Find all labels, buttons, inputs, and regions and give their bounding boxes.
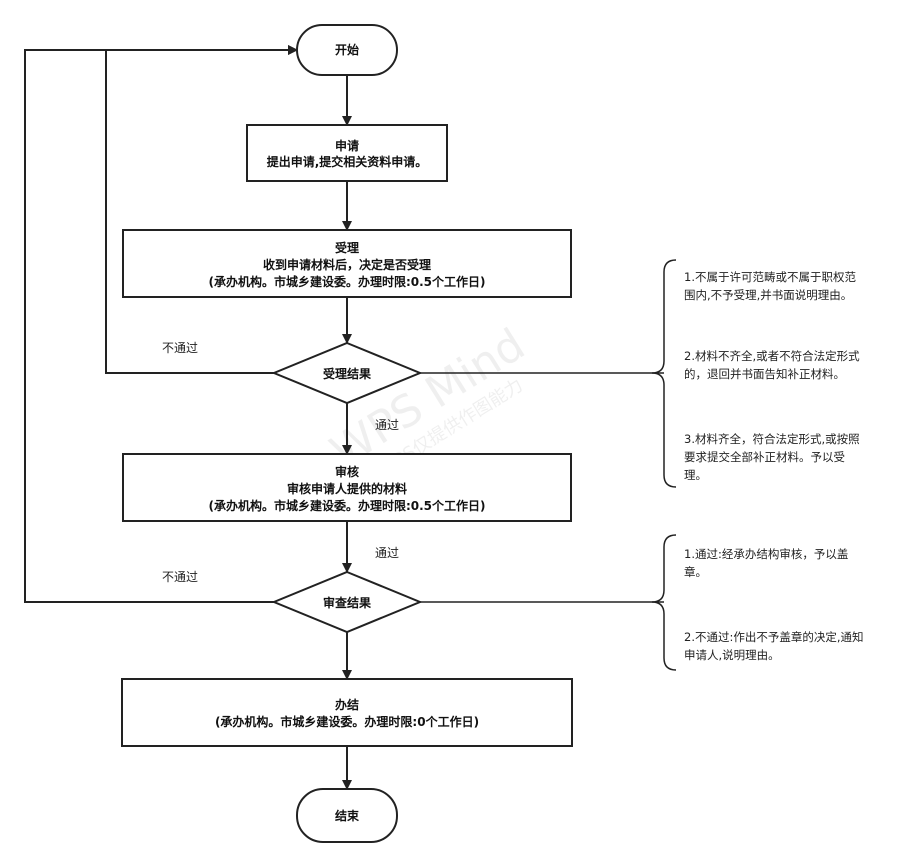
end-node: 结束	[296, 788, 398, 843]
review-note-1-line-1: 1.通过:经承办结构审核，予以盖	[684, 547, 848, 561]
accept-info: (承办机构。市城乡建设委。办理时限:0.5个工作日)	[208, 274, 485, 289]
finish-title: 办结	[335, 697, 359, 712]
end-label: 结束	[335, 808, 360, 823]
accept-note-3-line-3: 理。	[684, 468, 707, 482]
accept-desc: 收到申请材料后，决定是否受理	[263, 257, 431, 272]
accept-result-label: 受理结果	[323, 366, 371, 381]
accept-note-3-line-1: 3.材料齐全，符合法定形式,或按照	[684, 432, 860, 446]
review-result-decision: 审查结果	[271, 570, 423, 634]
review-notes-brace	[651, 534, 677, 671]
review-title: 审核	[335, 464, 359, 479]
accept-note-1-line-1: 1.不属于许可范畴或不属于职权范	[684, 270, 856, 284]
review-result-label: 审查结果	[323, 595, 371, 610]
finish-node: 办结 (承办机构。市城乡建设委。办理时限:0个工作日)	[121, 678, 573, 747]
apply-desc: 提出申请,提交相关资料申请。	[267, 154, 428, 169]
start-label: 开始	[335, 42, 359, 57]
review-notes: 1.通过:经承办结构审核，予以盖 章。 2.不通过:作出不予盖章的决定,通知 申…	[684, 547, 864, 662]
review-note-1-line-2: 章。	[684, 565, 707, 579]
accept-notes-brace	[651, 259, 677, 488]
accept-note-2-line-2: 的，退回并书面告知补正材料。	[684, 367, 845, 381]
edge-label-pass-review: 通过	[375, 546, 399, 560]
accept-note-2-line-1: 2.材料不齐全,或者不符合法定形式	[684, 349, 860, 363]
accept-result-decision: 受理结果	[271, 341, 423, 405]
accept-title: 受理	[335, 240, 359, 255]
finish-info: (承办机构。市城乡建设委。办理时限:0个工作日)	[215, 714, 479, 729]
review-note-2-line-2: 申请人,说明理由。	[684, 648, 780, 662]
edge-label-reject-accept: 不通过	[162, 341, 198, 355]
review-info: (承办机构。市城乡建设委。办理时限:0.5个工作日)	[208, 498, 485, 513]
review-desc: 审核申请人提供的材料	[287, 481, 407, 496]
accept-notes: 1.不属于许可范畴或不属于职权范 围内,不予受理,并书面说明理由。 2.材料不齐…	[684, 270, 860, 482]
review-node: 审核 审核申请人提供的材料 (承办机构。市城乡建设委。办理时限:0.5个工作日)	[122, 453, 572, 522]
edge-label-reject-review: 不通过	[162, 570, 198, 584]
start-node: 开始	[296, 24, 398, 76]
accept-node: 受理 收到申请材料后，决定是否受理 (承办机构。市城乡建设委。办理时限:0.5个…	[122, 229, 572, 298]
reject-loop-accept	[105, 45, 298, 374]
apply-node: 申请 提出申请,提交相关资料申请。	[246, 124, 448, 182]
review-note-2-line-1: 2.不通过:作出不予盖章的决定,通知	[684, 630, 864, 644]
accept-note-1-line-2: 围内,不予受理,并书面说明理由。	[684, 288, 852, 302]
reject-loop-review	[24, 45, 298, 603]
apply-title: 申请	[335, 138, 359, 153]
edge-label-pass-accept: 通过	[375, 418, 399, 432]
accept-note-3-line-2: 要求提交全部补正材料。予以受	[684, 450, 845, 464]
